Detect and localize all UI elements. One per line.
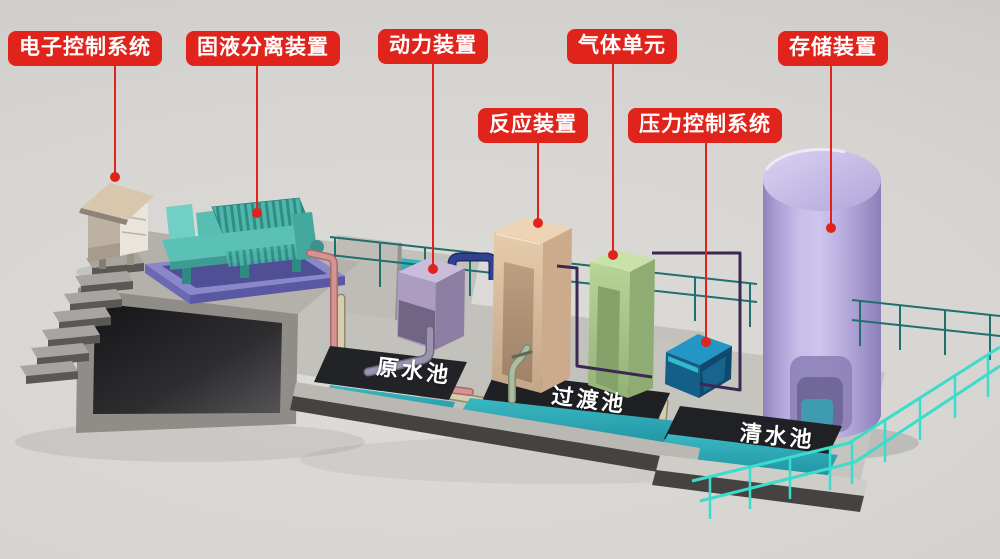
callout-gas-unit: 气体单元 (567, 29, 677, 64)
sage-valve-pipe (508, 344, 533, 404)
callout-storage-unit: 存储装置 (778, 31, 888, 66)
power-unit (397, 252, 498, 350)
callout-reaction-unit: 反应装置 (478, 108, 588, 143)
storage-tank (763, 148, 881, 439)
filter-press (145, 197, 345, 304)
callout-power-unit: 动力装置 (378, 29, 488, 64)
leader-lines (110, 62, 836, 347)
pool-divider-wall (334, 235, 402, 320)
callout-electronic-control-system: 电子控制系统 (8, 31, 162, 66)
platform-tunnel-opening (93, 303, 282, 414)
pool-basins (290, 346, 868, 512)
left-platform (20, 230, 360, 433)
callout-solid-liquid-separation: 固液分离装置 (186, 31, 340, 66)
gas-unit (588, 250, 655, 398)
control-house (79, 183, 154, 269)
reaction-vessel (492, 218, 572, 393)
navy-pipe (449, 254, 496, 284)
purple-process-pipes (556, 251, 742, 392)
clear-water-pool-water (655, 434, 838, 482)
gray-drain-pipe (365, 327, 433, 375)
clear-water-pool-wall (664, 406, 842, 460)
front-cyan-railing (691, 345, 1000, 519)
callout-pressure-control-system: 压力控制系统 (628, 108, 782, 143)
